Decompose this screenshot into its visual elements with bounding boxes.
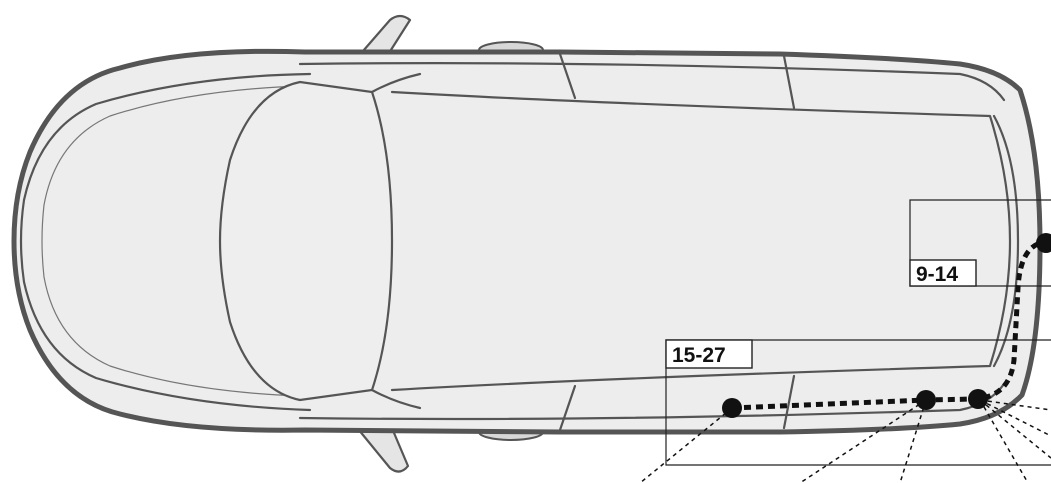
callout-upper-label: 9-14 (916, 263, 958, 286)
callout-lower-frame (665, 339, 1051, 466)
connection-point-1 (722, 398, 742, 418)
hood-outline (19, 72, 312, 412)
leader-line-3 (899, 399, 927, 483)
a-pillar-left (370, 72, 422, 94)
right-door-seam-2 (782, 374, 796, 430)
connection-point-4 (1036, 233, 1051, 253)
leader-line-1 (639, 407, 733, 483)
car-body (11, 48, 1043, 435)
windshield (218, 80, 394, 402)
connection-points (722, 233, 1051, 418)
callout-lower-label: 15-27 (672, 344, 726, 367)
leader-line-2 (799, 399, 927, 483)
right-door-seam-1 (558, 384, 577, 432)
connection-point-2 (916, 390, 936, 410)
wiring-route (731, 240, 1042, 411)
left-door-seam-1 (558, 52, 577, 100)
rear-window (992, 114, 1020, 368)
callout-lower-label-box (665, 339, 753, 369)
leader-lines (639, 399, 1051, 483)
leader-line-7 (979, 399, 1051, 411)
roof-outline (390, 90, 1012, 392)
left-side-line (298, 62, 1006, 102)
callout-upper: 9-14 (909, 199, 1051, 287)
connection-point-3 (968, 389, 988, 409)
left-door-seam-2 (782, 54, 796, 110)
callout-lower: 15-27 (665, 339, 1051, 466)
a-pillar-right (370, 388, 422, 410)
leader-line-6 (979, 399, 1051, 437)
callout-upper-label-box (909, 259, 977, 287)
hood-inner-line (41, 85, 301, 397)
callout-upper-frame (909, 199, 1051, 287)
